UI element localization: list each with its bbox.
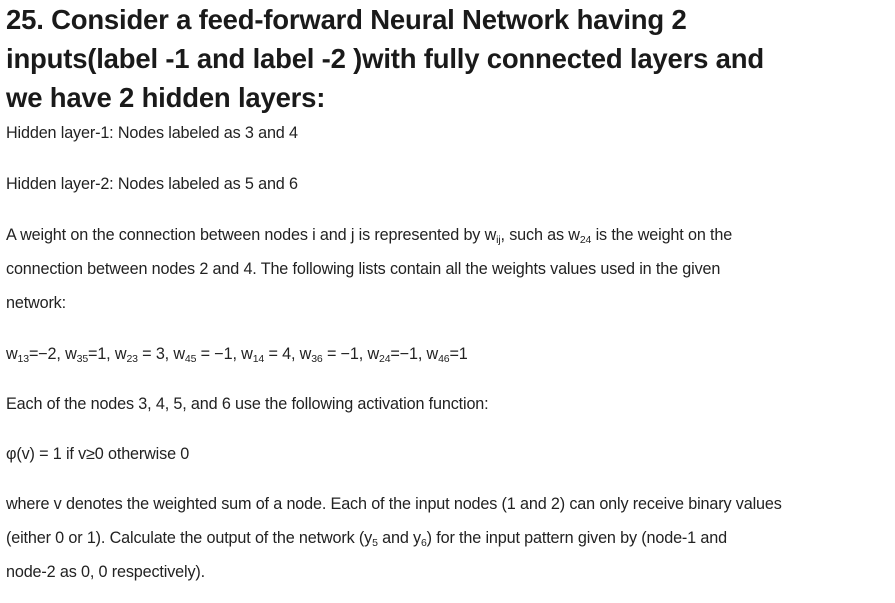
weight-w46: w46=1	[426, 345, 468, 365]
hidden-layer-1-text: Hidden layer-1: Nodes labeled as 3 and 4	[6, 124, 298, 142]
weight-description: A weight on the connection between nodes…	[6, 218, 891, 320]
final-line-2: (either 0 or 1). Calculate the output of…	[6, 529, 727, 549]
weight-w23: w23 = 3,	[114, 345, 174, 365]
weight-w36: w36 = −1,	[299, 345, 368, 365]
title-line-2: inputs(label -1 and label -2 )with fully…	[6, 43, 764, 74]
final-paragraph: where v denotes the weighted sum of a no…	[6, 487, 891, 589]
question-title: 25. Consider a feed-forward Neural Netwo…	[6, 0, 891, 117]
question-page: 25. Consider a feed-forward Neural Netwo…	[6, 0, 891, 589]
activation-intro-text: Each of the nodes 3, 4, 5, and 6 use the…	[6, 395, 489, 413]
weight-w24: w24=−1,	[367, 345, 427, 365]
final-line-1: where v denotes the weighted sum of a no…	[6, 495, 782, 513]
weight-w35: w35=1,	[65, 345, 115, 365]
weight-desc-line-2: connection between nodes 2 and 4. The fo…	[6, 260, 721, 278]
weights-list: w13=−2, w35=1, w23 = 3, w45 = −1, w14 = …	[6, 337, 891, 371]
weight-w45: w45 = −1,	[173, 345, 242, 365]
weight-w14: w14 = 4,	[241, 345, 300, 365]
hidden-layer-2-text: Hidden layer-2: Nodes labeled as 5 and 6	[6, 175, 298, 193]
title-line-3: we have 2 hidden layers:	[6, 82, 326, 113]
weight-w13: w13=−2,	[6, 345, 66, 365]
weight-desc-line-1: A weight on the connection between nodes…	[6, 226, 733, 246]
weight-desc-line-3: network:	[6, 294, 66, 312]
final-line-3: node-2 as 0, 0 respectively).	[6, 563, 205, 581]
activation-function-text: φ(v) = 1 if v≥0 otherwise 0	[6, 445, 190, 463]
title-line-1: 25. Consider a feed-forward Neural Netwo…	[6, 4, 687, 35]
